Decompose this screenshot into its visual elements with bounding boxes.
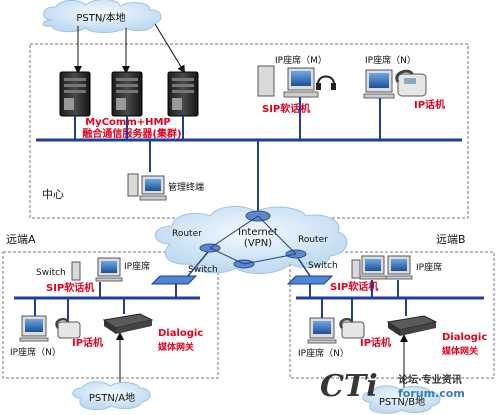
router-right-label: Router [298,235,328,245]
remote-a-gateway-icon [102,313,154,334]
seat-m-label: IP座席（M） [275,54,327,66]
center-ip-phone-icon [395,69,427,97]
internet-label: Internet [238,227,278,238]
remote-a-ip-phone-icon [55,317,81,339]
vpn-label: (VPN) [244,238,272,249]
remote-b-gateway-brand: Dialogic [442,332,487,343]
remote-a-region-label: 远端A [6,233,36,246]
server-3 [167,71,199,117]
router-left-label: Router [172,229,202,239]
remote-b-ip-phone-label: IP话机 [360,336,391,349]
remote-a-ip-phone-label: IP话机 [72,336,103,349]
seat-n-computer [363,69,395,99]
remote-b-seat-computer [351,255,387,280]
remote-b-switch-hub-label: Switch [308,261,338,271]
server-1 [59,71,91,117]
watermark-forum-text: 论坛·专业资讯 [398,373,462,386]
mgmt-terminal-computer [127,173,167,201]
headset-icon [316,75,336,90]
pstn-b-label: PSTN/B地 [379,395,425,408]
seat-m-computer [257,65,319,98]
remote-a-region-box [2,251,219,379]
watermark-logo: CTi [320,369,378,404]
pstn-local-label: PSTN/本地 [76,11,125,24]
remote-a-seat-computer [71,257,123,282]
remote-a-switch-icon [150,275,198,285]
center-sip-softphone-label: SIP软话机 [262,102,310,115]
cti-forum-watermark: CTi 论坛·专业资讯 forum.com [320,369,465,404]
remote-a-gateway-desc: 媒体网关 [157,341,194,353]
remote-b-seat-n-label: IP座席（N） [298,347,349,359]
remote-a-gateway-brand: Dialogic [158,328,203,339]
center-region-label: 中心 [42,188,64,201]
watermark-site-text: forum.com [398,387,465,400]
center-ip-phone-label: IP话机 [414,98,445,111]
remote-a-switch-top-label: Switch [36,268,66,278]
seat-n-label: IP座席（N） [365,54,416,66]
remote-b-switch-icon [286,275,334,285]
server-2 [111,71,143,117]
pstn-b-cloud [362,385,441,414]
remote-b-seat-n-computer [307,317,337,344]
mgmt-terminal-label: 管理终端 [168,181,204,193]
remote-b-region-label: 远端B [436,233,466,246]
remote-b-region-box [289,251,495,379]
pstn-local-cloud: PSTN/本地 [42,0,162,33]
remote-a-seat-n-computer [19,315,49,342]
pstn-a-cloud [72,381,151,411]
remote-a-seat-n-label: IP座席（N） [10,346,61,358]
remote-b-seat2-computer [385,255,413,280]
remote-b-seat-label: IP座席 [416,261,442,273]
remote-a-seat-label: IP座席 [124,260,150,272]
remote-b-sip-softphone-label: SIP软话机 [330,280,378,293]
remote-b-gateway-desc: 媒体网关 [441,345,478,357]
server-description: 融合通信服务器(集群) [82,127,181,140]
remote-b-gateway-icon [386,315,438,336]
remote-a-switch-hub-label: Switch [188,265,218,275]
remote-b-ip-phone-icon [339,317,365,339]
pstn-a-label: PSTN/A地 [89,391,135,404]
remote-a-sip-softphone-label: SIP软话机 [46,281,94,294]
